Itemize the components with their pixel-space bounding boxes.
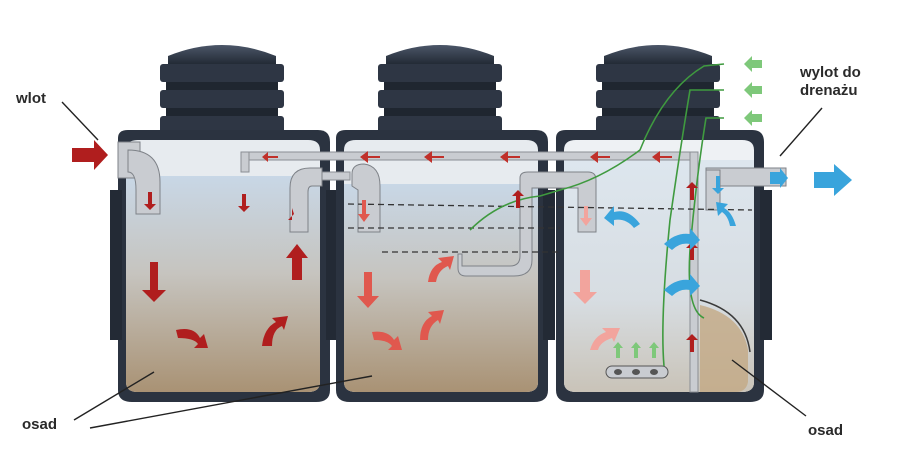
flow-arrows-pink	[573, 206, 620, 350]
inlet-label: wlot	[16, 90, 46, 107]
air-arrows	[613, 56, 762, 358]
sludge-left-leader-1	[73, 371, 155, 421]
sludge-left-leader-2	[89, 375, 373, 429]
inlet-leader	[61, 101, 99, 141]
tank-3-riser	[596, 45, 720, 134]
transfer-pipe-1	[289, 167, 323, 233]
flow-arrows-blue	[604, 164, 852, 296]
sludge-label-left: osad	[22, 416, 58, 433]
flow-arrows-light-red	[357, 200, 454, 350]
air-diffuser	[605, 365, 669, 379]
level-lines	[347, 203, 753, 253]
sludge-label-right: osad	[808, 422, 844, 439]
flow-arrows-top	[262, 151, 672, 163]
sludge-right-leader	[731, 359, 807, 417]
outlet-label: wylot do drenażu	[800, 64, 861, 99]
inlet-arrow	[72, 140, 108, 170]
tank-2-riser	[378, 45, 502, 134]
tank-3-sludge-cone	[700, 305, 748, 392]
outlet-leader	[779, 107, 823, 157]
outlet-arrow	[814, 164, 852, 196]
leader-lines	[61, 101, 823, 429]
tank-1-riser	[160, 45, 284, 134]
flow-arrows-red	[72, 140, 698, 352]
